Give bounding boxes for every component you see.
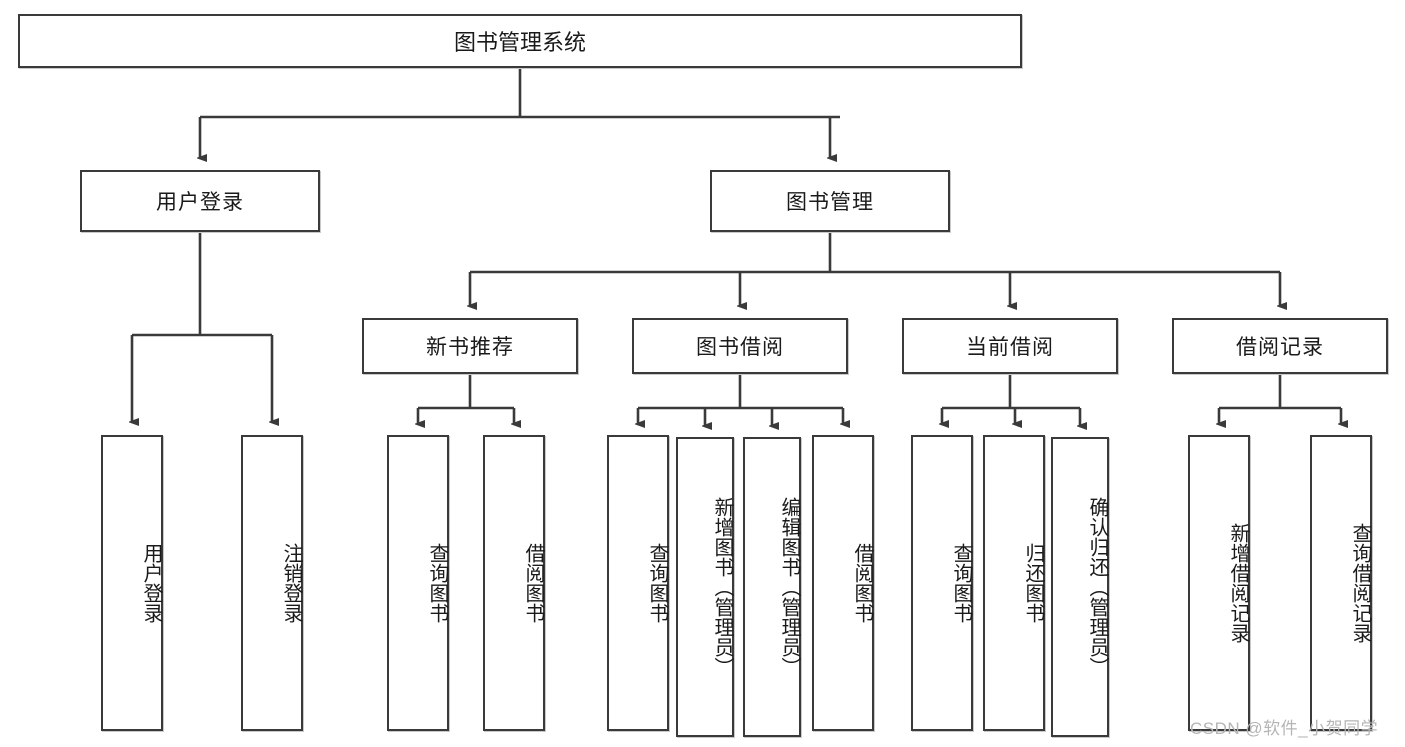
leaf-edit-book-admin[interactable]: 编辑图书（管理员） (743, 437, 801, 737)
leaf-query-borrow-record[interactable]: 查询借阅记录 (1310, 435, 1372, 731)
node-borrow-record-label: 借阅记录 (1236, 336, 1324, 359)
watermark: CSDN @软件_小贺同学 (1190, 719, 1379, 738)
node-new-book-recommend[interactable]: 新书推荐 (362, 318, 578, 374)
leaf-confirm-return-admin[interactable]: 确认归还（管理员） (1051, 437, 1109, 737)
node-borrow-record[interactable]: 借阅记录 (1172, 318, 1388, 374)
node-book-management[interactable]: 图书管理 (710, 170, 950, 232)
leaf-query-borrow-record-label: 查询借阅记录 (1349, 523, 1371, 643)
leaf-borrow-book-recommend[interactable]: 借阅图书 (483, 435, 545, 731)
leaf-add-borrow-record-label: 新增借阅记录 (1227, 523, 1249, 643)
node-book-management-label: 图书管理 (786, 191, 874, 214)
leaf-query-book-recommend-label: 查询图书 (426, 543, 448, 623)
node-new-book-recommend-label: 新书推荐 (426, 336, 514, 359)
leaf-add-book-admin[interactable]: 新增图书（管理员） (676, 437, 734, 737)
node-book-borrow[interactable]: 图书借阅 (632, 318, 848, 374)
leaf-add-borrow-record[interactable]: 新增借阅记录 (1188, 435, 1250, 731)
leaf-borrow-book-label: 借阅图书 (851, 543, 873, 623)
leaf-query-book-borrow-label: 查询图书 (646, 543, 668, 623)
leaf-add-book-admin-label: 新增图书（管理员） (711, 497, 733, 677)
leaf-user-login-label: 用户登录 (140, 543, 162, 623)
node-user-login-label: 用户登录 (156, 191, 244, 214)
leaf-confirm-return-admin-label: 确认归还（管理员） (1086, 497, 1108, 677)
leaf-return-book[interactable]: 归还图书 (983, 435, 1045, 731)
leaf-query-book-current[interactable]: 查询图书 (911, 435, 973, 731)
node-user-login[interactable]: 用户登录 (80, 170, 320, 232)
leaf-return-book-label: 归还图书 (1022, 543, 1044, 623)
node-current-borrow[interactable]: 当前借阅 (902, 318, 1118, 374)
leaf-query-book-current-label: 查询图书 (950, 543, 972, 623)
node-root-label: 图书管理系统 (453, 30, 586, 55)
leaf-user-login[interactable]: 用户登录 (101, 435, 163, 731)
leaf-query-book-borrow[interactable]: 查询图书 (607, 435, 669, 731)
node-root[interactable]: 图书管理系统 (18, 14, 1022, 68)
leaf-logout[interactable]: 注销登录 (241, 435, 303, 731)
node-book-borrow-label: 图书借阅 (696, 336, 784, 359)
node-current-borrow-label: 当前借阅 (966, 336, 1054, 359)
leaf-edit-book-admin-label: 编辑图书（管理员） (778, 497, 800, 677)
leaf-query-book-recommend[interactable]: 查询图书 (387, 435, 449, 731)
leaf-borrow-book-recommend-label: 借阅图书 (522, 543, 544, 623)
leaf-logout-label: 注销登录 (280, 543, 302, 623)
leaf-borrow-book[interactable]: 借阅图书 (812, 435, 874, 731)
